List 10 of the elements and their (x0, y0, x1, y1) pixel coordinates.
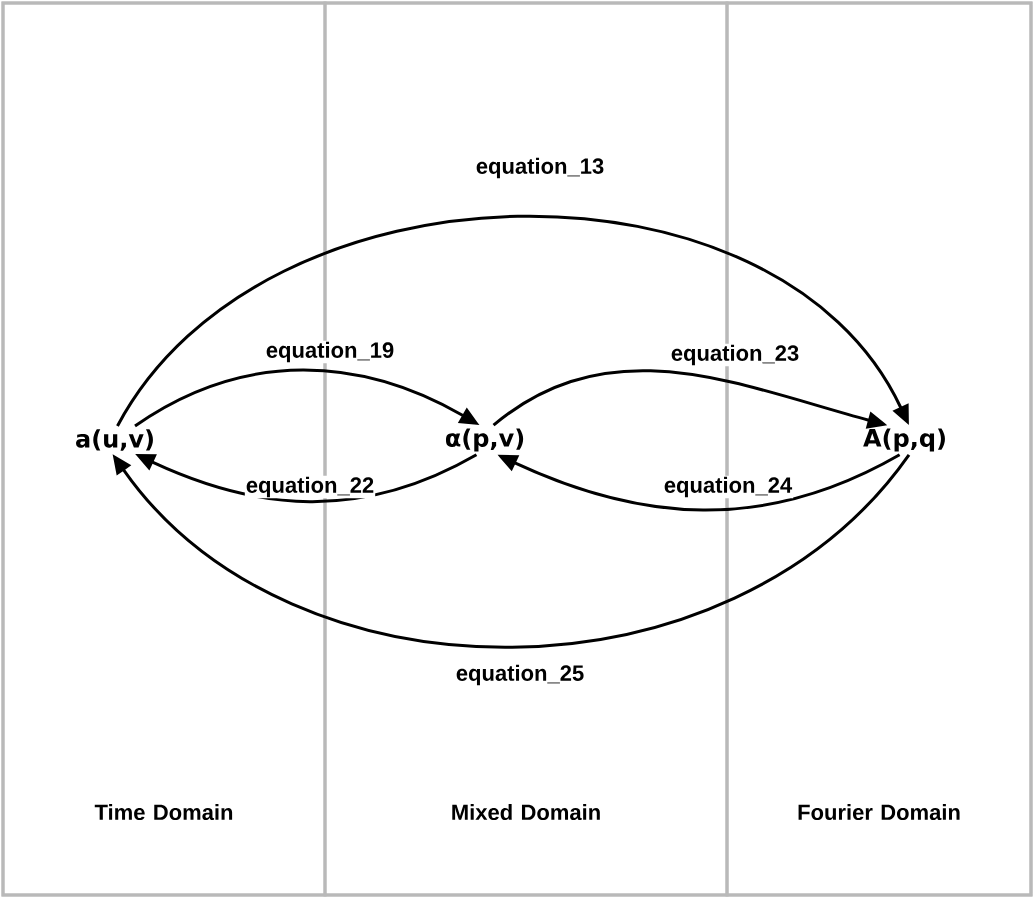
curved-arrow (116, 215, 909, 427)
variable-label: A(p,q) (863, 428, 945, 452)
variable-label: a(u,v) (76, 429, 153, 451)
edge-label: equation_23 (669, 343, 801, 367)
edge-label: equation_22 (244, 475, 376, 499)
edge-label: equation_19 (264, 340, 396, 364)
edge-label: equation_24 (662, 475, 794, 499)
edge-label: equation_13 (474, 156, 606, 180)
edge-label: equation_25 (454, 663, 586, 687)
variable-label: α(p,v) (446, 428, 524, 452)
